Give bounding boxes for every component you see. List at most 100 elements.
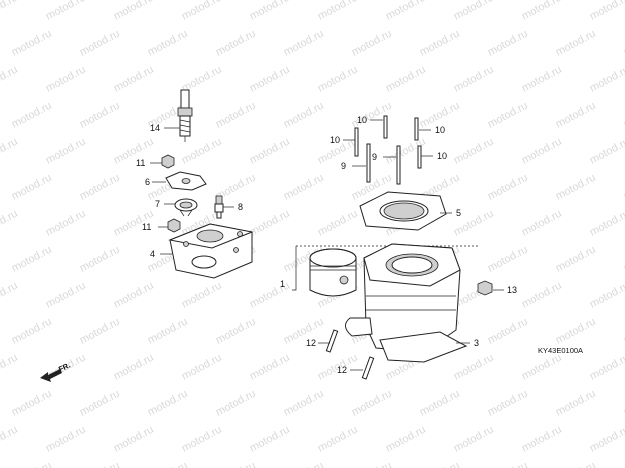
watermark-text: motod.ru bbox=[78, 172, 122, 203]
callout-7: 7 bbox=[155, 199, 160, 209]
watermark-text: motod.ru bbox=[520, 0, 564, 23]
assembly-bracket bbox=[292, 246, 297, 291]
watermark-text: motod.ru bbox=[10, 244, 54, 275]
watermark-text: motod.ru bbox=[248, 280, 292, 311]
watermark-text: motod.ru bbox=[520, 424, 564, 455]
watermark-text: motod.ru bbox=[588, 424, 625, 455]
watermark-text: motod.ru bbox=[520, 352, 564, 383]
watermark-text: motod.ru bbox=[248, 352, 292, 383]
watermark-text: motod.ru bbox=[520, 280, 564, 311]
watermark-text: motod.ru bbox=[10, 100, 54, 131]
bolt-lower bbox=[361, 356, 375, 380]
watermark-text: motod.ru bbox=[10, 28, 54, 59]
watermark-text: motod.ru bbox=[520, 64, 564, 95]
watermark-text: motod.ru bbox=[384, 424, 428, 455]
studs bbox=[354, 115, 422, 185]
watermark-text: motod.ru bbox=[0, 64, 20, 95]
watermark-text: motod.ru bbox=[10, 388, 54, 419]
watermark-text: motod.ru bbox=[554, 28, 598, 59]
watermark-text: motod.ru bbox=[180, 280, 224, 311]
watermark-text: motod.ru bbox=[44, 208, 88, 239]
watermark-text: motod.ru bbox=[112, 64, 156, 95]
watermark-text: motod.ru bbox=[214, 388, 258, 419]
watermark-text: motod.ru bbox=[486, 172, 530, 203]
callout-10-d: 10 bbox=[437, 151, 447, 161]
watermark-text: motod.ru bbox=[44, 64, 88, 95]
watermark-text: motod.ru bbox=[44, 136, 88, 167]
watermark-text: motod.ru bbox=[316, 424, 360, 455]
callout-9-a: 9 bbox=[341, 161, 346, 171]
watermark-text: motod.ru bbox=[112, 352, 156, 383]
callout-11-lower: 11 bbox=[142, 222, 151, 232]
callout-5: 5 bbox=[456, 208, 461, 218]
watermark-text: motod.ru bbox=[554, 388, 598, 419]
watermark-text: motod.ru bbox=[588, 136, 625, 167]
callout-1: 1 bbox=[280, 279, 285, 289]
watermark-text: motod.ru bbox=[554, 460, 598, 468]
callout-14: 14 bbox=[150, 123, 160, 133]
watermark-text: motod.ru bbox=[588, 64, 625, 95]
temp-sensor bbox=[214, 195, 224, 219]
watermark-text: motod.ru bbox=[248, 0, 292, 23]
watermark-text: motod.ru bbox=[180, 352, 224, 383]
watermark-text: motod.ru bbox=[282, 388, 326, 419]
watermark-text: motod.ru bbox=[554, 100, 598, 131]
watermark-text: motod.ru bbox=[146, 388, 190, 419]
callout-10-b: 10 bbox=[330, 135, 340, 145]
bolt-upper bbox=[325, 329, 339, 353]
watermark-text: motod.ru bbox=[282, 100, 326, 131]
spark-plug bbox=[177, 89, 193, 142]
watermark-text: motod.ru bbox=[316, 0, 360, 23]
thermostat bbox=[174, 198, 198, 217]
watermark-text: motod.ru bbox=[316, 208, 360, 239]
watermark-text: motod.ru bbox=[10, 460, 54, 468]
watermark-text: motod.ru bbox=[248, 424, 292, 455]
watermark-text: motod.ru bbox=[384, 64, 428, 95]
watermark-text: motod.ru bbox=[146, 460, 190, 468]
watermark-text: motod.ru bbox=[418, 460, 462, 468]
watermark-text: motod.ru bbox=[78, 316, 122, 347]
watermark-text: motod.ru bbox=[486, 388, 530, 419]
watermark-text: motod.ru bbox=[384, 0, 428, 23]
nut-upper bbox=[161, 154, 175, 169]
head-gasket bbox=[359, 191, 447, 231]
watermark-text: motod.ru bbox=[248, 208, 292, 239]
watermark-text: motod.ru bbox=[248, 136, 292, 167]
watermark-text: motod.ru bbox=[588, 0, 625, 23]
callout-10-a: 10 bbox=[357, 115, 367, 125]
watermark-text: motod.ru bbox=[214, 100, 258, 131]
callout-11-upper: 11 bbox=[136, 158, 145, 168]
watermark-text: motod.ru bbox=[78, 28, 122, 59]
watermark-text: motod.ru bbox=[520, 208, 564, 239]
watermark-text: motod.ru bbox=[588, 280, 625, 311]
watermark-text: motod.ru bbox=[0, 280, 20, 311]
watermark-text: motod.ru bbox=[78, 388, 122, 419]
watermark-text: motod.ru bbox=[486, 28, 530, 59]
watermark-text: motod.ru bbox=[78, 460, 122, 468]
watermark-text: motod.ru bbox=[486, 460, 530, 468]
watermark-text: motod.ru bbox=[0, 352, 20, 383]
watermark-text: motod.ru bbox=[452, 352, 496, 383]
watermark-text: motod.ru bbox=[520, 136, 564, 167]
watermark-text: motod.ru bbox=[554, 244, 598, 275]
watermark-text: motod.ru bbox=[588, 352, 625, 383]
callout-8: 8 bbox=[238, 202, 243, 212]
watermark-text: motod.ru bbox=[44, 280, 88, 311]
callout-6: 6 bbox=[145, 177, 150, 187]
watermark-text: motod.ru bbox=[452, 136, 496, 167]
watermark-text: motod.ru bbox=[316, 64, 360, 95]
watermark-text: motod.ru bbox=[248, 64, 292, 95]
watermark-text: motod.ru bbox=[112, 424, 156, 455]
watermark-text: motod.ru bbox=[554, 172, 598, 203]
watermark-text: motod.ru bbox=[486, 244, 530, 275]
callout-10-c: 10 bbox=[435, 125, 445, 135]
watermark-text: motod.ru bbox=[78, 100, 122, 131]
watermark-text: motod.ru bbox=[214, 316, 258, 347]
watermark-text: motod.ru bbox=[282, 172, 326, 203]
watermark-text: motod.ru bbox=[180, 0, 224, 23]
callout-12-upper: 12 bbox=[306, 338, 316, 348]
watermark-text: motod.ru bbox=[180, 136, 224, 167]
